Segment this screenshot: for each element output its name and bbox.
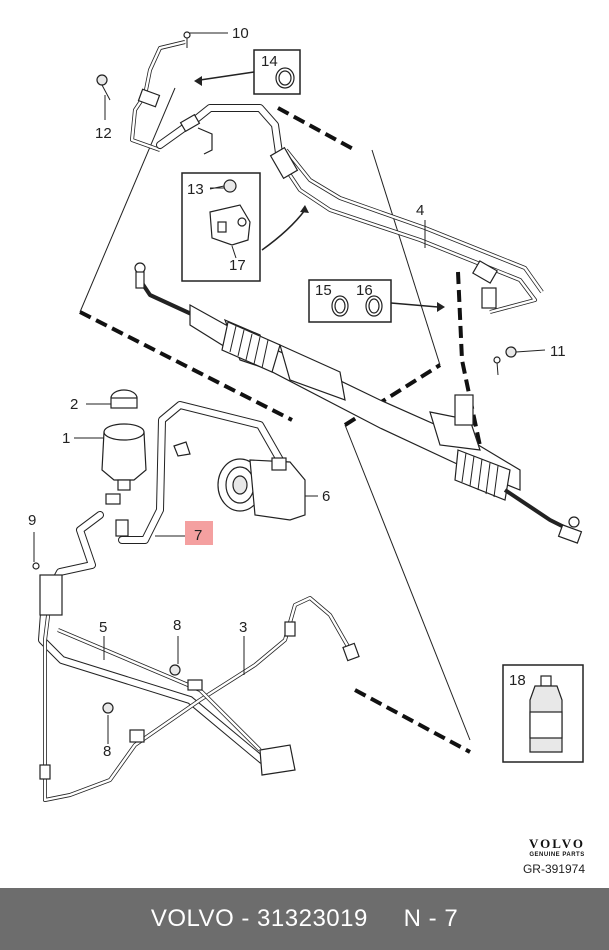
diagram-reference: GR-391974: [522, 862, 585, 876]
inset-box-13-17: [181, 172, 309, 282]
callout-16: 16: [356, 282, 373, 299]
fasteners: [32, 31, 517, 714]
gear-bellows-left: [221, 321, 281, 373]
callout-18: 18: [509, 672, 526, 689]
lower-pipes: [38, 511, 360, 802]
callout-7: 7: [194, 527, 202, 544]
inset-box-15-16: [308, 279, 445, 323]
inset-box-18: [502, 664, 584, 763]
callout-2: 2: [70, 396, 78, 413]
callout-10: 10: [232, 25, 249, 42]
callout-11: 11: [550, 343, 566, 360]
callout-15: 15: [315, 282, 332, 299]
callouts: 10 14 12 13 17 4 15 16 11 2 1 6 7 9 5 8 …: [28, 25, 566, 760]
footer-bar: VOLVO - 31323019 N - 7: [0, 888, 609, 950]
logo-brand: VOLVO: [529, 836, 585, 851]
callout-1: 1: [62, 430, 70, 447]
highlight-part-7: [185, 521, 213, 545]
callout-9: 9: [28, 512, 36, 529]
callout-17: 17: [229, 257, 246, 274]
hose-7: [115, 401, 284, 544]
steering-gear: [134, 262, 583, 544]
upper-hose: [130, 40, 284, 164]
callout-8a: 8: [173, 617, 181, 634]
callout-6: 6: [322, 488, 330, 505]
volvo-genuine-parts-logo: VOLVO GENUINE PARTS: [529, 836, 585, 858]
callout-3: 3: [239, 619, 247, 636]
dashed-outline: [79, 87, 487, 754]
logo-subtitle: GENUINE PARTS: [529, 852, 585, 858]
inset-box-14: [194, 49, 301, 95]
leader-lines: [33, 32, 546, 744]
reservoir: [101, 389, 147, 505]
callout-4: 4: [416, 202, 424, 219]
callout-8b: 8: [103, 743, 111, 760]
pump: [217, 457, 306, 521]
callout-13: 13: [187, 181, 204, 198]
gear-bellows-right: [454, 449, 511, 501]
callout-5: 5: [99, 619, 107, 636]
callout-14: 14: [261, 53, 278, 70]
callout-12: 12: [95, 125, 112, 142]
parts-diagram: 10 14 12 13 17 4 15 16 11 2 1 6 7 9 5 8 …: [28, 25, 584, 802]
footer-text: VOLVO - 31323019 N - 7: [150, 905, 459, 932]
